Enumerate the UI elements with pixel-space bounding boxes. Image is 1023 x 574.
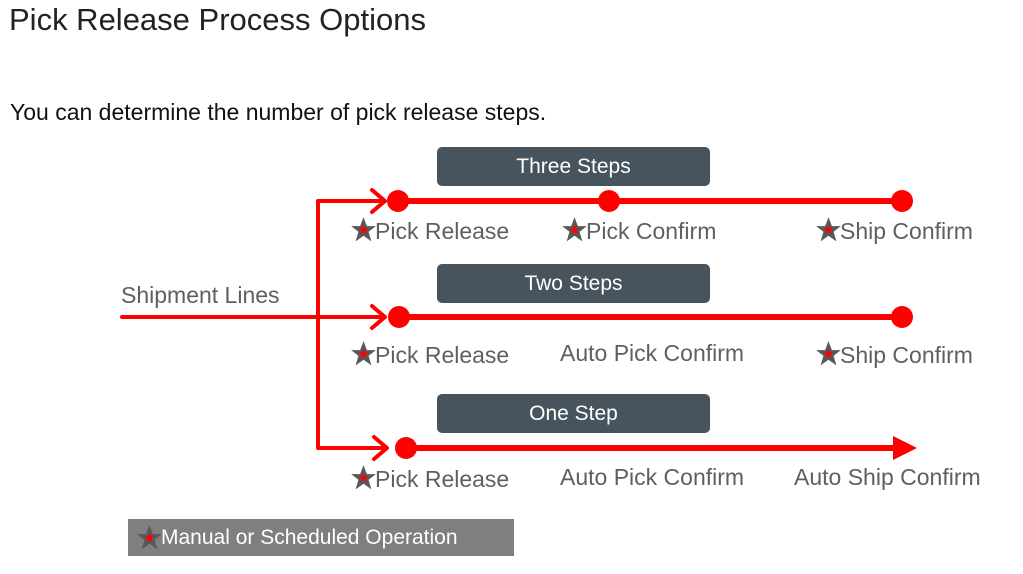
- step-label: Auto Pick Confirm: [560, 340, 744, 367]
- two-steps-heading: Two Steps: [524, 271, 623, 295]
- one-step-box: One Step: [437, 394, 710, 433]
- star-icon: [562, 217, 587, 242]
- node-dot: [387, 190, 409, 212]
- node-dot: [598, 190, 620, 212]
- node-dot: [395, 437, 417, 459]
- step-label: Ship Confirm: [815, 340, 973, 369]
- step-label: Pick Release: [350, 464, 509, 493]
- arrow-head-3: [372, 435, 389, 461]
- star-icon: [351, 341, 376, 366]
- step-text: Pick Release: [375, 342, 510, 368]
- arrow-head-1: [370, 188, 387, 214]
- step-text: Auto Ship Confirm: [794, 464, 981, 490]
- star-icon: [351, 465, 376, 490]
- step-text: Auto Pick Confirm: [560, 464, 745, 490]
- arrow-head-end: [893, 436, 917, 460]
- step-label: Pick Release: [350, 216, 509, 245]
- step-text: Auto Pick Confirm: [560, 340, 745, 366]
- three-steps-box: Three Steps: [437, 147, 710, 186]
- step-label: Auto Ship Confirm: [794, 464, 981, 491]
- node-dot: [891, 306, 913, 328]
- step-label: Pick Confirm: [561, 216, 716, 245]
- step-text: Ship Confirm: [840, 342, 973, 368]
- two-steps-box: Two Steps: [437, 264, 710, 303]
- branch-connector: [316, 199, 388, 450]
- step-text: Ship Confirm: [840, 218, 973, 244]
- star-icon: [137, 525, 162, 550]
- star-icon: [816, 217, 841, 242]
- shipment-lines-label: Shipment Lines: [121, 282, 280, 308]
- step-label: Ship Confirm: [815, 216, 973, 245]
- step-text: Pick Release: [375, 466, 510, 492]
- three-steps-heading: Three Steps: [516, 154, 631, 178]
- one-step-heading: One Step: [529, 401, 618, 425]
- step-text: Pick Release: [375, 218, 510, 244]
- star-icon: [816, 341, 841, 366]
- star-icon: [351, 217, 376, 242]
- subtitle: You can determine the number of pick rel…: [10, 99, 547, 125]
- page-title: Pick Release Process Options: [9, 2, 426, 37]
- legend-label: Manual or Scheduled Operation: [161, 525, 458, 549]
- arrow-head-2: [370, 304, 387, 330]
- step-label: Auto Pick Confirm: [560, 464, 744, 491]
- step-text: Pick Confirm: [586, 218, 717, 244]
- legend: Manual or Scheduled Operation: [128, 519, 514, 556]
- node-dot: [891, 190, 913, 212]
- node-dot: [388, 306, 410, 328]
- step-label: Pick Release: [350, 340, 509, 369]
